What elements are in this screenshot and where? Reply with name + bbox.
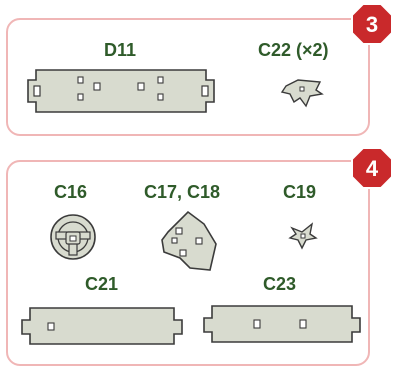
long-plate-part-icon (27, 69, 215, 113)
small-bracket-part-icon (280, 79, 324, 108)
badge-octagon-icon (351, 147, 393, 189)
steering-wheel-part-icon (50, 214, 96, 260)
long-plate-part-icon (21, 307, 183, 345)
part-label-c22: C22 (×2) (258, 40, 329, 60)
step-4-badge: 4 (351, 147, 393, 189)
small-bracket-part-icon (288, 222, 318, 250)
step-3-number: 3 (366, 12, 378, 37)
long-plate-part-icon (203, 305, 361, 343)
step-3-badge: 3 (351, 3, 393, 45)
badge-octagon-icon (351, 3, 393, 45)
part-label-c23: C23 (263, 274, 297, 294)
part-label-c21: C21 (85, 274, 119, 294)
part-label-c16: C16 (54, 182, 88, 202)
part-label-c17-c18: C17, C18 (144, 182, 221, 202)
part-label-c19: C19 (283, 182, 317, 202)
angled-plate-part-icon (161, 210, 217, 271)
part-label-d11: D11 (104, 40, 137, 60)
step-4-number: 4 (366, 156, 379, 181)
